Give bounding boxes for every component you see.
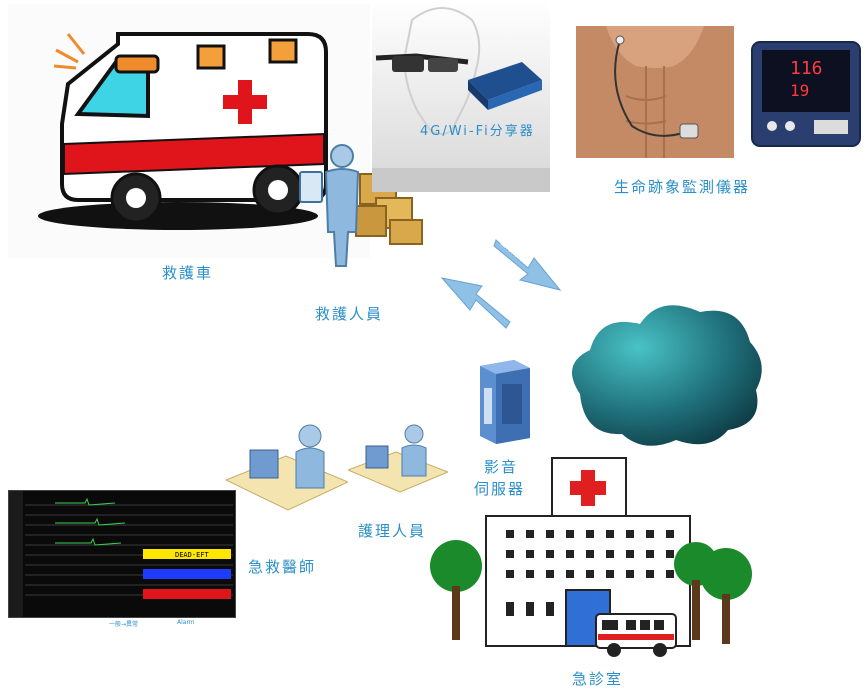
nursing-staff-figure: [348, 420, 448, 500]
smart-glasses-image: [372, 0, 550, 192]
monitor-sidebar: [9, 491, 23, 617]
monitor-alarm-text: DEAD-EFT: [175, 551, 210, 559]
hospital-building: [426, 456, 770, 666]
ambulance-image: [8, 4, 370, 258]
server-label-line2: 伺服器: [474, 480, 526, 498]
upload-arrow: [490, 220, 570, 300]
server-icon: [470, 358, 532, 446]
paramedic-label: 救護人員: [315, 305, 384, 323]
server-label-line1: 影音: [484, 458, 519, 476]
central-monitor-screen: DEAD-EFT 一般→異常 Alarm: [8, 490, 236, 628]
wifi-sharer-label: 4G/Wi-Fi分享器: [420, 124, 535, 139]
vital-monitor-label: 生命跡象監測儀器: [614, 178, 751, 196]
hr-readout: 116: [790, 58, 823, 79]
paramedic-figure: [290, 140, 430, 270]
download-arrow: [436, 262, 516, 342]
patient-torso-image: [576, 26, 734, 158]
vital-monitor-device: 116 19: [750, 38, 862, 150]
er-room-label: 急診室: [572, 670, 624, 688]
er-doctor-label: 急救醫師: [248, 558, 317, 576]
er-doctor-figure: [226, 420, 348, 520]
spo2-readout: 19: [790, 81, 809, 100]
ambulance-label: 救護車: [162, 264, 214, 282]
nursing-staff-label: 護理人員: [358, 522, 427, 540]
monitor-footer-left: 一般→異常: [109, 621, 139, 628]
cloud-icon: [560, 294, 768, 454]
monitor-footer-right: Alarm: [177, 619, 195, 626]
monitor-waveforms: DEAD-EFT: [25, 495, 233, 615]
